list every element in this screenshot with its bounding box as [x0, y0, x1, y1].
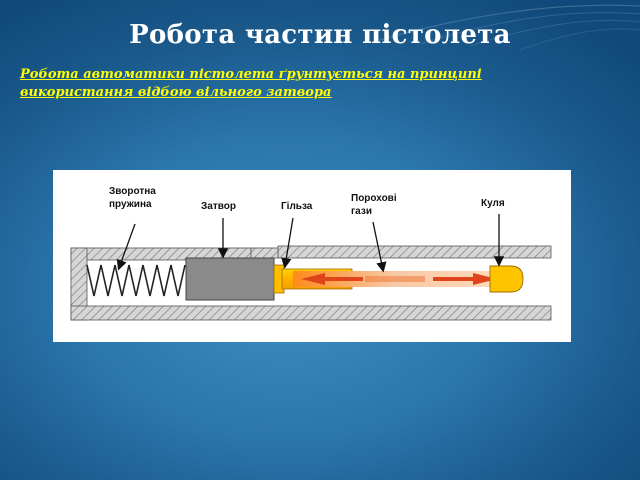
label-bullet: Куля: [481, 198, 505, 209]
label-spring-line2: пружина: [109, 199, 152, 210]
bolt: [185, 257, 275, 301]
label-pointers: [116, 214, 505, 273]
label-bolt: Затвор: [201, 201, 236, 212]
powder-gases: [293, 271, 497, 287]
receiver-walls: [70, 245, 571, 321]
bullet: [489, 265, 524, 293]
label-spring-line1: Зворотна: [109, 186, 156, 197]
pistol-mechanism-diagram: Зворотна пружина Затвор Гільза Порохові …: [53, 170, 571, 342]
slide-subtitle: Робота автоматики пістолета ґрунтується …: [20, 66, 580, 102]
subtitle-line-1: Робота автоматики пістолета ґрунтується …: [20, 67, 482, 82]
subtitle-line-2: використання відбою вільного затвора: [20, 85, 332, 100]
label-gases-line2: гази: [351, 206, 372, 217]
label-casing: Гільза: [281, 201, 313, 212]
label-gases-line1: Порохові: [351, 193, 397, 204]
slide-title: Робота частин пістолета: [129, 20, 511, 50]
spring: [86, 264, 186, 297]
